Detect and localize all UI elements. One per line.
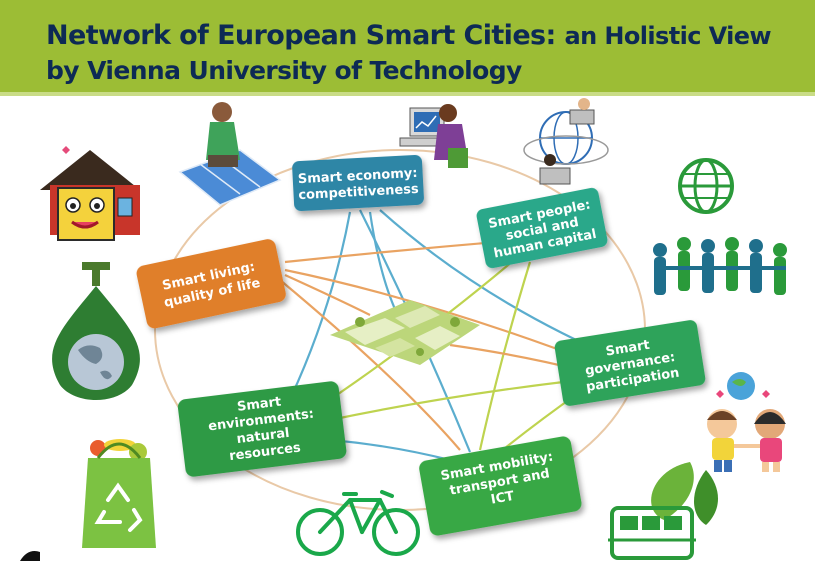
node-smart-governance: Smart governance: participation: [554, 320, 706, 406]
title-main: Network of European Smart Cities:: [46, 20, 556, 51]
smart-city-diagram: Smart economy: competitiveness Smart peo…: [20, 98, 787, 561]
water-drop-globe-icon: [52, 262, 140, 400]
header-banner: Network of European Smart Cities: an Hol…: [0, 0, 815, 92]
solar-worker-icon: [178, 102, 282, 206]
node-smart-living: Smart living: quality of life: [136, 239, 286, 329]
eco-tram-icon: [608, 462, 718, 560]
link-living-mobility: [279, 279, 461, 451]
bicycle-icon: [296, 490, 420, 556]
title-line-2: by Vienna University of Technology: [46, 56, 522, 85]
node-economy-line-1: Smart economy:: [298, 166, 418, 187]
title-line-1: Network of European Smart Cities: an Hol…: [46, 20, 772, 51]
node-economy-line-2: competitiveness: [298, 182, 419, 203]
link-governance-environment: [329, 378, 581, 422]
globe-network-icon: [523, 98, 609, 185]
computer-user-icon: [399, 104, 468, 168]
corner-mark: [20, 551, 40, 561]
link-people-mobility: [478, 261, 532, 451]
node-mobility-line-3: ICT: [490, 489, 516, 508]
kids-globe-icon: [707, 372, 786, 472]
recycle-bag-icon: [82, 439, 156, 548]
link-economy-hub: [368, 211, 401, 321]
header-divider: [0, 92, 815, 96]
node-environment-line-3: natural: [236, 426, 291, 447]
node-governance-line-1: Smart: [605, 338, 651, 360]
node-smart-environments: Smart environments: natural resources: [177, 381, 347, 477]
people-globe-icon: [653, 158, 787, 295]
node-smart-mobility: Smart mobility: transport and ICT: [419, 436, 582, 536]
link-living-hub: [284, 273, 371, 316]
node-smart-economy: Smart economy: competitiveness: [292, 154, 424, 212]
title-sub: an Holistic View: [564, 22, 772, 50]
city-hub-icon: [330, 300, 480, 365]
link-environment-mobility: [329, 438, 451, 462]
node-environment-line-1: Smart: [236, 395, 282, 415]
house-icon: [40, 146, 140, 241]
node-smart-people: Smart people: social and human capital: [476, 187, 608, 269]
